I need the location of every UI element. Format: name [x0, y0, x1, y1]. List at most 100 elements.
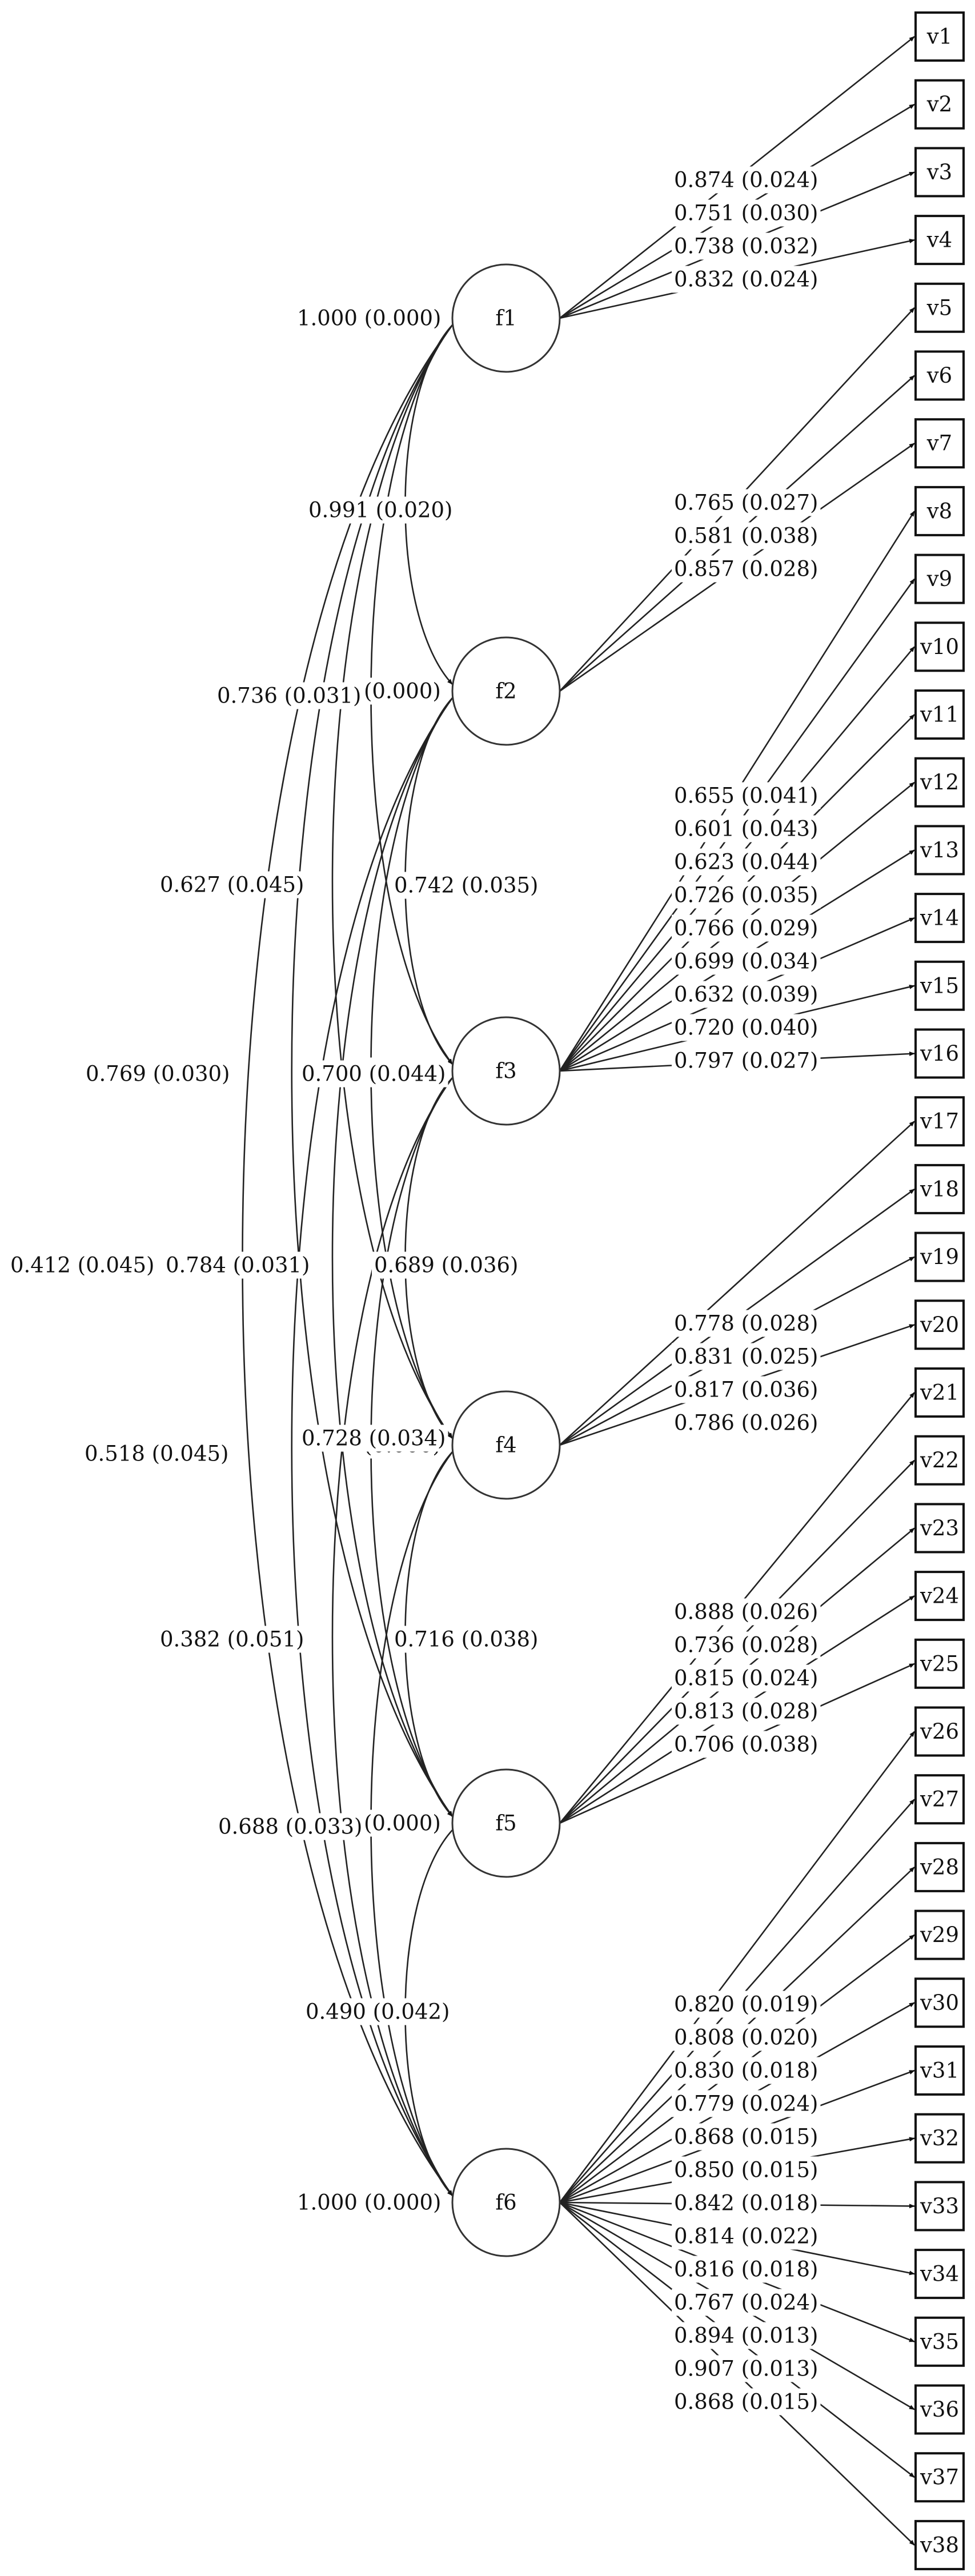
correlation-label-f3-f4-bg [372, 1251, 521, 1279]
loading-label-f2-v7: 0.857 (0.028) [672, 555, 821, 583]
loading-label-f2-v7-bg [672, 555, 821, 583]
loading-label-f4-v18-bg [672, 1343, 821, 1370]
loading-label-f2-v5: 0.765 (0.027) [672, 489, 821, 516]
loading-label-f3-v10: 0.623 (0.044) [672, 848, 821, 876]
indicator-v6: v6 [914, 350, 965, 401]
indicator-v34: v34 [914, 2249, 965, 2300]
loading-label-f5-v23-text: 0.815 (0.024) [674, 1666, 818, 1691]
loading-label-f3-v8-bg [672, 782, 821, 809]
indicator-v33-label: v33 [920, 2194, 959, 2218]
loading-label-f6-v35-bg [672, 2289, 821, 2316]
correlation-label-f2-f6: 0.518 (0.045) [82, 1440, 231, 1467]
indicator-v13: v13 [914, 825, 965, 876]
indicator-v32-label: v32 [920, 2126, 959, 2150]
correlation-label-f3-f6-bg [158, 1626, 307, 1653]
loading-label-f1-v1: 0.874 (0.024) [672, 166, 821, 194]
indicator-v21: v21 [914, 1367, 965, 1418]
indicator-v29: v29 [914, 1909, 965, 1960]
loading-label-f6-v32: 0.842 (0.018) [672, 2189, 821, 2217]
loading-label-f3-v15-text: 0.720 (0.040) [674, 1016, 818, 1040]
variance-label-f1-text: 1.000 (0.000) [297, 306, 441, 331]
indicator-v24-box [914, 1571, 965, 1622]
loading-label-f3-v12-bg [672, 914, 821, 942]
indicator-v38-label: v38 [920, 2533, 959, 2557]
indicator-v37-label: v37 [920, 2465, 959, 2490]
loading-label-f3-v13-bg [672, 948, 821, 975]
loading-label-f6-v32-text: 0.842 (0.018) [674, 2191, 818, 2216]
correlation-label-f3-f6-text: 0.382 (0.051) [160, 1627, 304, 1652]
indicator-v6-box [914, 350, 965, 401]
loading-label-f2-v5-bg [672, 489, 821, 516]
indicator-v23-box [914, 1503, 965, 1554]
indicator-v35-box [914, 2316, 965, 2367]
variance-label-f6-bg [295, 2189, 444, 2216]
indicator-v16-box [914, 1028, 965, 1079]
indicator-v27-box [914, 1774, 965, 1825]
indicator-v30: v30 [914, 1977, 965, 2028]
loading-label-f6-v34-text: 0.816 (0.018) [674, 2257, 818, 2282]
correlation-label-f2-f4: 0.700 (0.044) [299, 1060, 448, 1088]
loading-label-f4-v20-text: 0.786 (0.026) [674, 1411, 818, 1435]
indicator-v2: v2 [914, 79, 965, 130]
indicator-v32: v32 [914, 2113, 965, 2164]
loading-label-f3-v11: 0.726 (0.035) [672, 881, 821, 909]
loading-label-f2-v6-bg [672, 522, 821, 549]
indicator-v11-box [914, 689, 965, 740]
loading-label-f6-v27-text: 0.808 (0.020) [674, 2025, 818, 2050]
factor-f3-label: f3 [495, 1059, 516, 1084]
factor-f6-label: f6 [495, 2190, 516, 2215]
indicator-v26: v26 [914, 1706, 965, 1757]
correlation-arc-f2-f5 [331, 692, 458, 1817]
indicator-v35: v35 [914, 2316, 965, 2367]
indicator-v30-box [914, 1977, 965, 2028]
indicator-v36-box [914, 2384, 965, 2435]
indicator-v11: v11 [914, 689, 965, 740]
indicator-v23-label: v23 [920, 1516, 959, 1540]
loading-label-f3-v12: 0.766 (0.029) [672, 914, 821, 942]
loading-label-f1-v3-text: 0.738 (0.032) [674, 234, 818, 259]
indicator-v1-box [914, 11, 965, 62]
loading-label-f2-v5-text: 0.765 (0.027) [674, 491, 818, 515]
correlation-label-f4-f6-text: 0.688 (0.033) [218, 1815, 362, 1839]
correlation-label-f1-f4-text: 0.627 (0.045) [160, 873, 304, 897]
indicator-v25-box [914, 1638, 965, 1689]
loading-label-f3-v16-bg [672, 1047, 821, 1074]
correlation-label-f1-f6: 0.412 (0.045) [8, 1251, 157, 1279]
loading-label-f4-v17-text: 0.778 (0.028) [674, 1311, 818, 1336]
indicator-v8-label: v8 [926, 499, 952, 523]
loading-label-f3-v15-bg [672, 1014, 821, 1041]
indicator-v13-label: v13 [920, 838, 959, 862]
indicator-v22: v22 [914, 1435, 965, 1486]
correlation-label-f2-f3: 0.742 (0.035) [392, 872, 541, 899]
indicator-v29-label: v29 [920, 1923, 959, 1947]
loading-label-f3-v14: 0.632 (0.039) [672, 981, 821, 1008]
loading-label-f5-v25: 0.706 (0.038) [672, 1731, 821, 1758]
loading-label-f6-v38-bg [672, 2388, 821, 2415]
indicator-v9-label: v9 [926, 567, 952, 591]
loading-label-f5-v25-text: 0.706 (0.038) [674, 1732, 818, 1757]
correlation-label-f1-f3-text: 0.736 (0.031) [217, 684, 361, 708]
correlation-label-f2-f3-bg [392, 872, 541, 899]
loading-label-f5-v24-bg [672, 1698, 821, 1725]
indicator-v33-box [914, 2181, 965, 2232]
indicator-v28-label: v28 [920, 1855, 959, 1879]
indicator-v9-box [914, 553, 965, 604]
correlation-label-f2-f6-bg [82, 1440, 231, 1467]
correlation-label-f4-f5-bg [392, 1626, 541, 1653]
loading-label-f6-v30: 0.868 (0.015) [672, 2123, 821, 2150]
loading-label-f1-v3-bg [672, 232, 821, 260]
loading-label-f6-v33: 0.814 (0.022) [672, 2222, 821, 2250]
loading-label-f3-v9-text: 0.601 (0.043) [674, 817, 818, 841]
loading-label-f5-v24: 0.813 (0.028) [672, 1698, 821, 1725]
loading-label-f3-v13: 0.699 (0.034) [672, 948, 821, 975]
indicator-v26-box [914, 1706, 965, 1757]
indicator-v3-box [914, 147, 965, 198]
indicator-v23: v23 [914, 1503, 965, 1554]
indicator-v5-box [914, 282, 965, 333]
indicator-v15: v15 [914, 960, 965, 1011]
factor-f3: f3 [451, 1016, 561, 1126]
factor-f2: f2 [451, 636, 561, 746]
loading-label-f2-v6: 0.581 (0.038) [672, 522, 821, 549]
indicator-v27-label: v27 [920, 1787, 959, 1812]
loading-label-f5-v24-text: 0.813 (0.028) [674, 1699, 818, 1724]
